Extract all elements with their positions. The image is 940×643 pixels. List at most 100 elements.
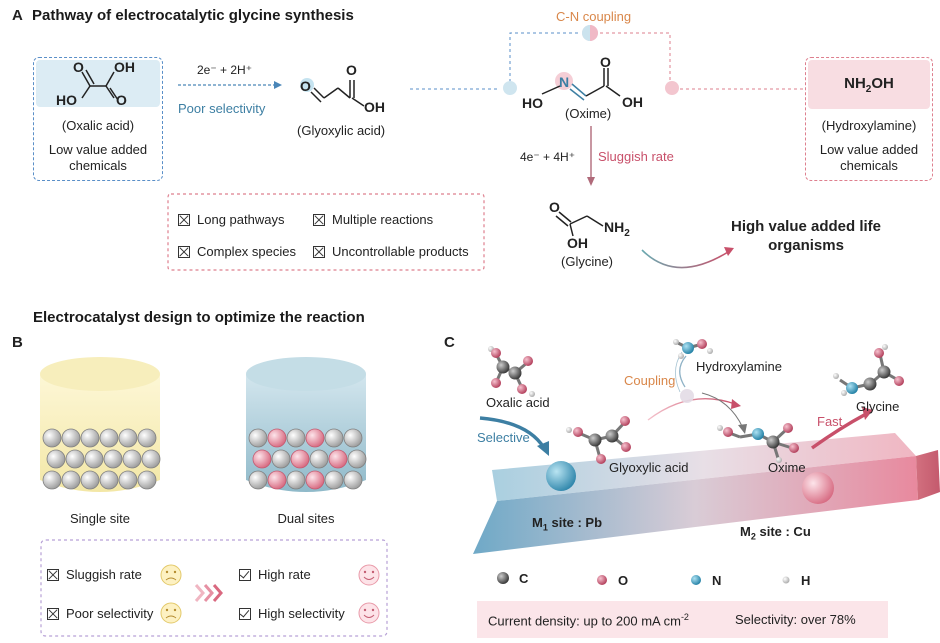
cu-site-atom — [290, 449, 310, 469]
pb-site-atom — [65, 449, 85, 469]
m2-site-label: M2 site : Cu — [740, 524, 811, 542]
oxalic-atom-o: O — [73, 59, 84, 75]
pb-site-atom — [118, 428, 138, 448]
x-box-icon — [313, 213, 325, 226]
hydroxylamine-molecule — [673, 339, 713, 359]
c-label-oxime: Oxime — [768, 460, 806, 475]
glycine-molecule — [833, 344, 904, 396]
arrow1-electrons: 2e⁻ + 2H⁺ — [197, 63, 253, 77]
arrow1 — [178, 81, 282, 89]
legend-oxygen-atom — [597, 575, 607, 585]
glycine-atom-nh2: NH2 — [604, 219, 630, 239]
oxalic-acid-box: O OH HO O (Oxalic acid) Low value added … — [33, 57, 163, 181]
oxalic-acid-structure — [81, 69, 119, 101]
problem-multiple-reactions: Multiple reactions — [313, 212, 433, 227]
pb-site-atom — [80, 428, 100, 448]
c-label-oxalic: Oxalic acid — [486, 395, 550, 410]
panel-a-title: Pathway of electrocatalytic glycine synt… — [32, 7, 354, 24]
pb-site-atom — [99, 428, 119, 448]
pb-site-atom — [343, 470, 363, 490]
m1-site-label: M1 site : Pb — [532, 515, 603, 533]
hydroxylamine-name: (Hydroxylamine) — [821, 118, 917, 133]
glyoxylic-acid-name: (Glyoxylic acid) — [297, 123, 386, 138]
pb-site-atom — [137, 470, 157, 490]
x-box-icon — [178, 245, 190, 258]
x-box-icon — [178, 213, 190, 226]
high-value-arrow — [641, 247, 734, 269]
problem-uncontrollable-products: Uncontrollable products — [313, 244, 469, 259]
checkbox-checked-icon — [239, 568, 251, 581]
pb-site-atom — [61, 428, 81, 448]
performance-bar: Current density: up to 200 mA cm-2 Selec… — [477, 601, 888, 638]
checkbox-checked-icon — [239, 607, 251, 620]
happy-face-icon — [358, 564, 380, 586]
legend-carbon-atom — [497, 572, 509, 584]
selectivity-text: Selectivity: over 78% — [735, 612, 856, 627]
oxalic-acid-desc: Low value added chemicals — [48, 142, 148, 173]
oxime-name: (Oxime) — [565, 106, 612, 121]
pb-site-atom — [99, 470, 119, 490]
pb-site-atom — [118, 470, 138, 490]
legend-nitrogen-atom — [691, 575, 701, 585]
pb-site-atom — [122, 449, 142, 469]
legend-c: C — [519, 571, 529, 586]
c-label-glycine: Glycine — [856, 399, 900, 414]
oxime-structure — [541, 68, 621, 101]
high-value-text: High value added life organisms — [730, 218, 882, 254]
pb-site-atom — [42, 428, 62, 448]
glyoxylic-atom-oh: OH — [364, 99, 385, 115]
happy-face-icon — [358, 602, 380, 624]
x-box-icon — [47, 568, 59, 581]
current-density-text: Current density: up to 200 mA cm-2 — [488, 612, 689, 629]
bad-poor-selectivity: Poor selectivity — [47, 606, 153, 621]
glycine-structure — [555, 211, 604, 237]
c-label-hydroxylamine: Hydroxylamine — [696, 359, 782, 374]
glycine-atom-o: O — [549, 199, 560, 215]
panel-c-letter: C — [444, 334, 455, 351]
bad-sluggish-rate: Sluggish rate — [47, 567, 142, 582]
c-label-selective: Selective — [477, 430, 530, 445]
arrow2-sluggish-rate: Sluggish rate — [598, 149, 674, 164]
c-label-coupling: Coupling — [624, 373, 676, 388]
glycine-atom-oh: OH — [567, 235, 588, 251]
cu-site-atom — [305, 428, 325, 448]
pb-site-atom — [271, 449, 291, 469]
cn-coupling-label: C-N coupling — [556, 9, 632, 24]
pb-site-atom — [141, 449, 161, 469]
pb-site-atom — [248, 428, 268, 448]
pb-site-atom — [84, 449, 104, 469]
oxalic-atom-o2: O — [116, 92, 127, 108]
catalyst-slab-scene — [473, 339, 940, 585]
problem-complex-species: Complex species — [178, 244, 296, 259]
x-box-icon — [313, 245, 325, 258]
glycine-name: (Glycine) — [561, 254, 614, 269]
glyoxylic-atom-o: O — [300, 78, 311, 94]
arrow1-poor-selectivity: Poor selectivity — [178, 101, 266, 116]
pb-site-atom — [286, 470, 306, 490]
coupling-connectors — [410, 25, 805, 95]
pb-site-atom — [324, 428, 344, 448]
single-site-atoms — [42, 428, 161, 490]
cu-site-atom — [328, 449, 348, 469]
x-box-icon — [47, 607, 59, 620]
hydroxylamine-desc: Low value added chemicals — [819, 142, 919, 173]
pb-site-atom — [286, 428, 306, 448]
legend-o: O — [618, 573, 629, 588]
glyoxylic-acid-molecule — [566, 416, 631, 464]
c-label-glyoxylic: Glyoxylic acid — [609, 460, 689, 475]
atom-grids — [42, 428, 367, 490]
panel-b-letter: B — [12, 334, 23, 351]
oxime-atom-ho: HO — [522, 95, 543, 111]
legend-hydrogen-atom — [782, 576, 790, 584]
pb-site-atom — [103, 449, 123, 469]
pb-site-atom — [248, 470, 268, 490]
hydroxylamine-formula: NH2OH — [844, 75, 894, 95]
oxalic-atom-ho: HO — [56, 92, 77, 108]
arrow2 — [587, 126, 595, 186]
sad-face-icon — [160, 564, 182, 586]
legend-n: N — [712, 573, 722, 588]
sad-face-icon — [160, 602, 182, 624]
dual-site-label: Dual sites — [277, 511, 335, 526]
panel-a-letter: A — [12, 7, 23, 24]
cu-site-atom — [252, 449, 272, 469]
